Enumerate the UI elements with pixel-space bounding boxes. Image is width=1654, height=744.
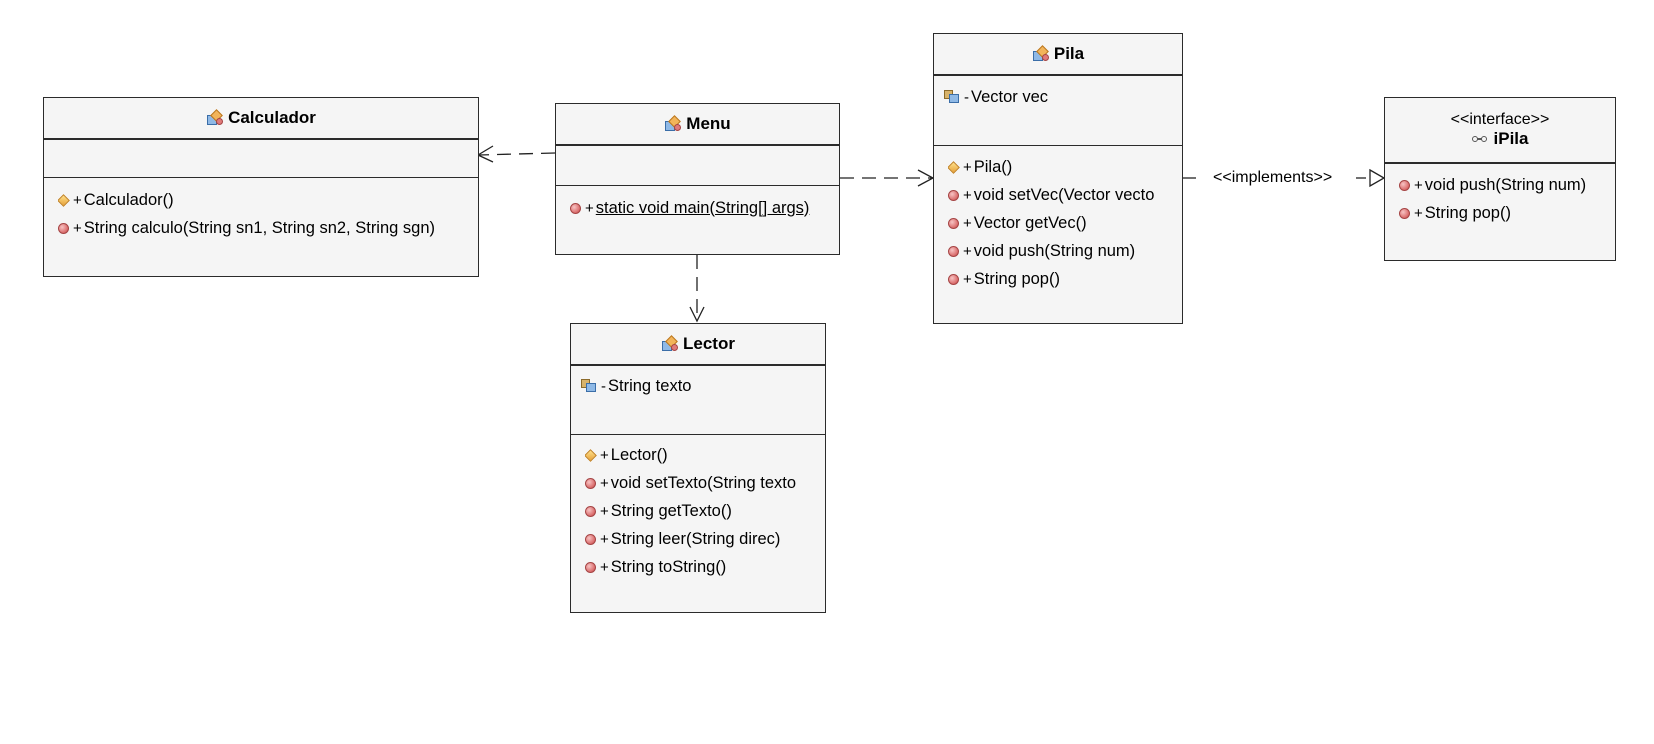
method-signature: void setVec(Vector vecto bbox=[973, 185, 1155, 204]
method-icon bbox=[1399, 179, 1410, 191]
method-row[interactable]: + void setTexto(String texto bbox=[585, 469, 817, 497]
method-row[interactable]: + String calculo(String sn1, String sn2,… bbox=[58, 214, 478, 242]
method-row[interactable]: + void setVec(Vector vecto bbox=[948, 181, 1174, 209]
class-menu[interactable]: Menu + static void main(String[] args) bbox=[555, 103, 840, 255]
class-header: Pila bbox=[934, 34, 1182, 76]
method-signature: void push(String num) bbox=[1424, 175, 1587, 194]
methods-section: + Pila() + void setVec(Vector vecto + Ve… bbox=[948, 153, 1174, 293]
field-signature: String texto bbox=[608, 376, 692, 395]
method-row[interactable]: + void push(String num) bbox=[948, 237, 1174, 265]
class-name: Lector bbox=[683, 334, 735, 353]
method-icon bbox=[585, 561, 596, 573]
method-row[interactable]: + String leer(String direc) bbox=[585, 525, 817, 553]
method-signature: Pila() bbox=[973, 157, 1013, 176]
method-signature: static void main(String[] args) bbox=[595, 198, 810, 217]
field-row[interactable]: - String texto bbox=[581, 372, 825, 400]
method-signature: String toString() bbox=[610, 557, 727, 576]
method-signature: String getTexto() bbox=[610, 501, 732, 520]
class-header: Lector bbox=[571, 324, 825, 366]
constructor-icon bbox=[948, 160, 960, 174]
method-icon bbox=[585, 505, 596, 517]
method-row[interactable]: + Lector() bbox=[585, 441, 817, 469]
method-signature: Lector() bbox=[610, 445, 668, 464]
class-lector[interactable]: Lector - String texto + Lector() + void … bbox=[570, 323, 826, 613]
method-signature: void push(String num) bbox=[973, 241, 1136, 260]
class-header: Calculador bbox=[44, 98, 478, 140]
dependency-menu-calculador bbox=[477, 152, 556, 156]
class-name: Menu bbox=[686, 114, 731, 133]
methods-section: + Lector() + void setTexto(String texto … bbox=[585, 441, 817, 581]
arrowhead-calculador bbox=[476, 145, 494, 163]
field-signature: Vector vec bbox=[971, 87, 1049, 106]
method-icon bbox=[1399, 207, 1410, 219]
method-row[interactable]: + String getTexto() bbox=[585, 497, 817, 525]
class-icon bbox=[206, 109, 224, 126]
attributes-section: - Vector vec bbox=[934, 76, 1182, 146]
constructor-icon bbox=[585, 448, 597, 462]
constructor-icon bbox=[58, 193, 70, 207]
method-signature: String calculo(String sn1, String sn2, S… bbox=[83, 218, 436, 237]
realization-triangle bbox=[1369, 168, 1386, 188]
arrowhead-lector bbox=[689, 306, 705, 323]
method-signature: String pop() bbox=[973, 269, 1060, 288]
method-row[interactable]: + String toString() bbox=[585, 553, 817, 581]
implements-label: <<implements>> bbox=[1213, 169, 1333, 186]
method-row[interactable]: + void push(String num) bbox=[1399, 171, 1615, 199]
attributes-section: - String texto bbox=[571, 366, 825, 435]
method-row[interactable]: + String pop() bbox=[948, 265, 1174, 293]
class-icon bbox=[1032, 45, 1050, 62]
class-name: Calculador bbox=[228, 108, 316, 127]
method-icon bbox=[948, 273, 959, 285]
method-row[interactable]: + static void main(String[] args) bbox=[570, 194, 839, 222]
interface-icon bbox=[1471, 134, 1488, 144]
methods-section: + Calculador() + String calculo(String s… bbox=[58, 186, 478, 242]
methods-section: + static void main(String[] args) bbox=[570, 194, 839, 222]
attributes-section bbox=[556, 146, 839, 186]
method-icon bbox=[570, 202, 581, 214]
method-icon bbox=[948, 189, 959, 201]
interface-name: iPila bbox=[1493, 129, 1529, 148]
method-signature: String leer(String direc) bbox=[610, 529, 781, 548]
method-row[interactable]: + Calculador() bbox=[58, 186, 478, 214]
method-signature: void setTexto(String texto bbox=[610, 473, 797, 492]
method-signature: String pop() bbox=[1424, 203, 1511, 222]
class-header: Menu bbox=[556, 104, 839, 146]
class-name: Pila bbox=[1053, 44, 1085, 63]
field-icon bbox=[944, 90, 960, 104]
method-row[interactable]: + Vector getVec() bbox=[948, 209, 1174, 237]
method-icon bbox=[585, 533, 596, 545]
class-pila[interactable]: Pila - Vector vec + Pila() + void setVec… bbox=[933, 33, 1183, 324]
interface-ipila[interactable]: <<interface>> iPila + void push(String n… bbox=[1384, 97, 1616, 261]
class-icon bbox=[661, 335, 679, 352]
method-icon bbox=[948, 245, 959, 257]
class-calculador[interactable]: Calculador + Calculador() + String calcu… bbox=[43, 97, 479, 277]
method-icon bbox=[585, 477, 596, 489]
attributes-section bbox=[44, 140, 478, 178]
class-icon bbox=[664, 115, 682, 132]
field-icon bbox=[581, 379, 597, 393]
method-signature: Calculador() bbox=[83, 190, 174, 209]
method-signature: Vector getVec() bbox=[973, 213, 1087, 232]
class-header: <<interface>> iPila bbox=[1385, 98, 1615, 164]
field-row[interactable]: - Vector vec bbox=[944, 83, 1182, 111]
stereotype-label: <<interface>> bbox=[1450, 111, 1550, 128]
methods-section: + void push(String num) + String pop() bbox=[1399, 171, 1615, 227]
method-icon bbox=[948, 217, 959, 229]
method-row[interactable]: + Pila() bbox=[948, 153, 1174, 181]
method-icon bbox=[58, 222, 69, 234]
method-row[interactable]: + String pop() bbox=[1399, 199, 1615, 227]
